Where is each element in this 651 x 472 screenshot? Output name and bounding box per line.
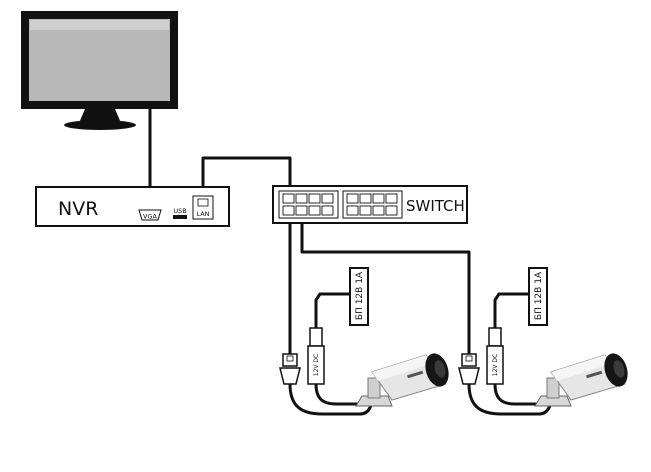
switch-port [385, 193, 398, 204]
switch-port [282, 205, 295, 216]
switch: SWITCH [272, 185, 468, 224]
switch-port [321, 205, 334, 216]
switch-port [385, 205, 398, 216]
nvr: NVR VGA USB LAN [35, 186, 230, 227]
camera-1-body-highlight [372, 355, 431, 381]
dc-plug-2 [488, 327, 502, 347]
camera-2-brand-strip [586, 370, 603, 379]
rj45-plug-1 [282, 353, 298, 367]
switch-port [295, 205, 308, 216]
rj45-plug-2-clip [465, 355, 473, 362]
switch-label: SWITCH [406, 197, 465, 215]
camera-2-lens [613, 360, 625, 378]
camera-2-connectors: 12V DC [458, 327, 504, 385]
usb-port-label: USB [173, 207, 186, 215]
monitor [21, 11, 178, 130]
switch-port [321, 193, 334, 204]
dc-jack-1 [307, 345, 325, 385]
switch-port [372, 193, 385, 204]
power-supply-1-box [349, 267, 369, 326]
camera-1-brand-strip [407, 370, 424, 379]
camera-2-pigtail-dc [493, 383, 539, 406]
monitor-neck [79, 109, 121, 123]
switch-ports [282, 193, 398, 216]
power-supply-2-label: БП 12В 1А [534, 271, 544, 320]
switch-port [359, 205, 372, 216]
camera-1-arm [367, 377, 381, 399]
monitor-screen-glare [30, 20, 169, 30]
camera-1-pigtail-dc [314, 383, 360, 406]
camera-2-arm [546, 377, 560, 399]
vga-port-label: VGA [143, 213, 157, 221]
power-supply-1: БП 12В 1А [349, 267, 369, 326]
power-supply-1-label: БП 12В 1А [355, 271, 365, 320]
monitor-base [64, 120, 136, 130]
dc-plug-1 [309, 327, 323, 347]
switch-port [359, 193, 372, 204]
nvr-label: NVR [58, 198, 98, 220]
camera-1-lens [434, 360, 446, 378]
switch-port [308, 205, 321, 216]
power-supply-2-box [528, 267, 548, 326]
dc-jack-2-label: 12V DC [492, 354, 499, 376]
monitor-screen [29, 19, 170, 101]
camera-1-connectors: 12V DC [279, 327, 325, 385]
lan-port-label: LAN [196, 210, 209, 218]
dc-jack-2 [486, 345, 504, 385]
camera-2-mount [534, 395, 572, 407]
vga-port-icon [138, 209, 162, 221]
camera-2 [534, 353, 628, 407]
power-supply-2: БП 12В 1А [528, 267, 548, 326]
lan-cable-nvr-switch [201, 156, 292, 200]
rj45-plug-2 [461, 353, 477, 367]
psu-1-cable [314, 292, 350, 328]
psu-2-cable [493, 292, 529, 328]
camera-1 [355, 353, 449, 407]
rj45-coupler-1 [279, 367, 301, 385]
dc-jack-1-label: 12V DC [313, 354, 320, 376]
switch-port [295, 193, 308, 204]
lan-port-socket [197, 198, 209, 207]
rj45-coupler-2 [458, 367, 480, 385]
lan-cable-camera-2 [300, 212, 471, 356]
switch-port [346, 193, 359, 204]
switch-port [372, 205, 385, 216]
camera-2-body-highlight [551, 355, 610, 381]
switch-port [282, 193, 295, 204]
rj45-plug-1-clip [286, 355, 294, 362]
camera-1-mount [355, 395, 393, 407]
switch-port [346, 205, 359, 216]
usb-port-icon [173, 215, 187, 219]
switch-port [308, 193, 321, 204]
